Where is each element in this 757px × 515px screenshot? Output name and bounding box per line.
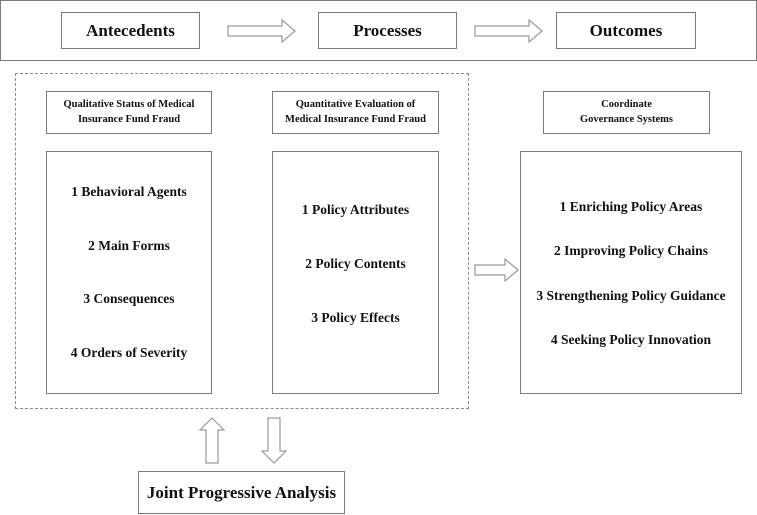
governance-item: 1 Enriching Policy Areas — [559, 199, 703, 214]
governance-item: 4 Seeking Policy Innovation — [550, 332, 712, 347]
right-arrow-icon — [227, 18, 296, 44]
down-arrow-icon — [260, 417, 288, 464]
governance-title-box: Coordinate Governance Systems — [543, 91, 710, 134]
joint-analysis-box: Joint Progressive Analysis — [138, 471, 345, 514]
processes-label: Processes — [353, 20, 422, 40]
right-arrow-icon — [474, 18, 543, 44]
governance-title: Coordinate Governance Systems — [579, 99, 674, 125]
qualitative-title: Qualitative Status of Medical Insurance … — [63, 99, 195, 125]
qualitative-item: 3 Consequences — [83, 291, 175, 306]
governance-item: 3 Strengthening Policy Guidance — [536, 288, 726, 303]
analysis-group-frame — [15, 73, 469, 409]
up-arrow-icon — [198, 417, 226, 464]
joint-analysis-label: Joint Progressive Analysis — [146, 482, 337, 502]
antecedents-box: Antecedents — [61, 12, 200, 49]
qualitative-item: 2 Main Forms — [88, 238, 170, 253]
quantitative-title-box: Quantitative Evaluation of Medical Insur… — [272, 91, 439, 134]
processes-box: Processes — [318, 12, 457, 49]
right-arrow-icon — [474, 257, 519, 283]
outcomes-box: Outcomes — [556, 12, 696, 49]
quantitative-item: 3 Policy Effects — [311, 310, 400, 325]
quantitative-title: Quantitative Evaluation of Medical Insur… — [285, 99, 426, 125]
governance-list-box: 1 Enriching Policy Areas 2 Improving Pol… — [520, 151, 742, 394]
qualitative-title-box: Qualitative Status of Medical Insurance … — [46, 91, 212, 134]
qualitative-list-box: 1 Behavioral Agents 2 Main Forms 3 Conse… — [46, 151, 212, 394]
antecedents-label: Antecedents — [86, 20, 175, 40]
quantitative-item: 1 Policy Attributes — [301, 202, 410, 217]
qualitative-item: 1 Behavioral Agents — [71, 184, 187, 199]
quantitative-item: 2 Policy Contents — [305, 256, 406, 271]
outcomes-label: Outcomes — [589, 20, 663, 40]
governance-item: 2 Improving Policy Chains — [554, 243, 708, 258]
qualitative-item: 4 Orders of Severity — [70, 345, 188, 360]
quantitative-list-box: 1 Policy Attributes 2 Policy Contents 3 … — [272, 151, 439, 394]
